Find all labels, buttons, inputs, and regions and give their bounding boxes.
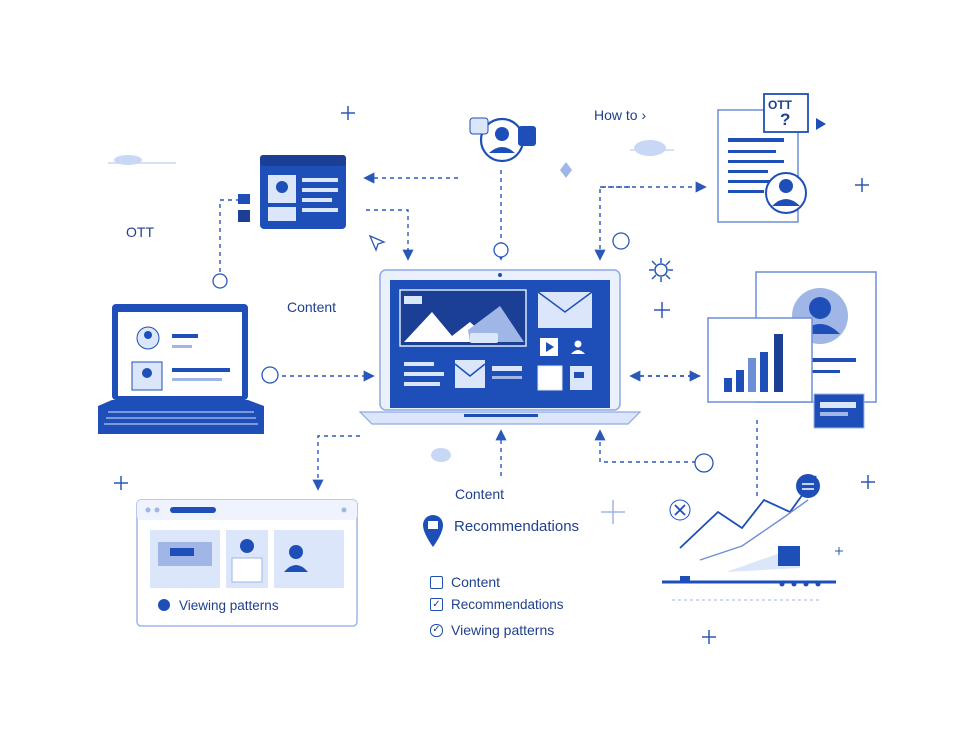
gear-icon <box>649 258 673 282</box>
ott-doc-label: OTT <box>768 98 792 112</box>
laptop-left <box>98 304 264 434</box>
viewing-patterns-card <box>136 499 358 627</box>
legend-label: Content <box>451 574 501 590</box>
sparkle-decorations <box>114 106 875 644</box>
chevron-right-icon: › <box>637 107 647 123</box>
viewing-patterns-card-label: Viewing patterns <box>179 598 279 613</box>
how-to-label: How to › <box>594 107 647 123</box>
cloud-icon <box>630 140 674 156</box>
checkbox-checked-icon: ✓ <box>430 598 443 611</box>
legend-item-recommendations: ✓ Recommendations <box>430 597 564 612</box>
question-mark-label: ? <box>780 110 791 129</box>
connector-lines <box>219 170 758 498</box>
user-badge <box>469 117 536 163</box>
legend-item-content: Content <box>430 574 500 590</box>
location-pin-icon <box>423 515 443 547</box>
content-label-mid: Content <box>287 299 337 315</box>
ott-question-document <box>717 93 826 223</box>
diamond-sparkle-icon <box>560 162 572 178</box>
analytics-card <box>707 271 877 429</box>
content-label-bottom: Content <box>455 486 505 502</box>
profile-window <box>238 155 346 229</box>
legend-item-viewing-patterns: ✓ Viewing patterns <box>430 622 554 638</box>
growth-chart <box>662 474 836 601</box>
cloud-icon <box>431 448 451 462</box>
cloud-icon <box>108 155 176 165</box>
legend-label: Recommendations <box>451 597 564 612</box>
ott-label: OTT <box>126 224 154 240</box>
connector-nodes <box>212 232 714 473</box>
cursor-icon <box>368 234 386 252</box>
legend-label: Viewing patterns <box>451 622 555 638</box>
checkbox-checked-icon: ✓ <box>430 623 443 637</box>
checkbox-empty-icon <box>430 575 443 589</box>
recommendations-label: Recommendations <box>454 518 580 535</box>
main-laptop <box>358 269 642 425</box>
